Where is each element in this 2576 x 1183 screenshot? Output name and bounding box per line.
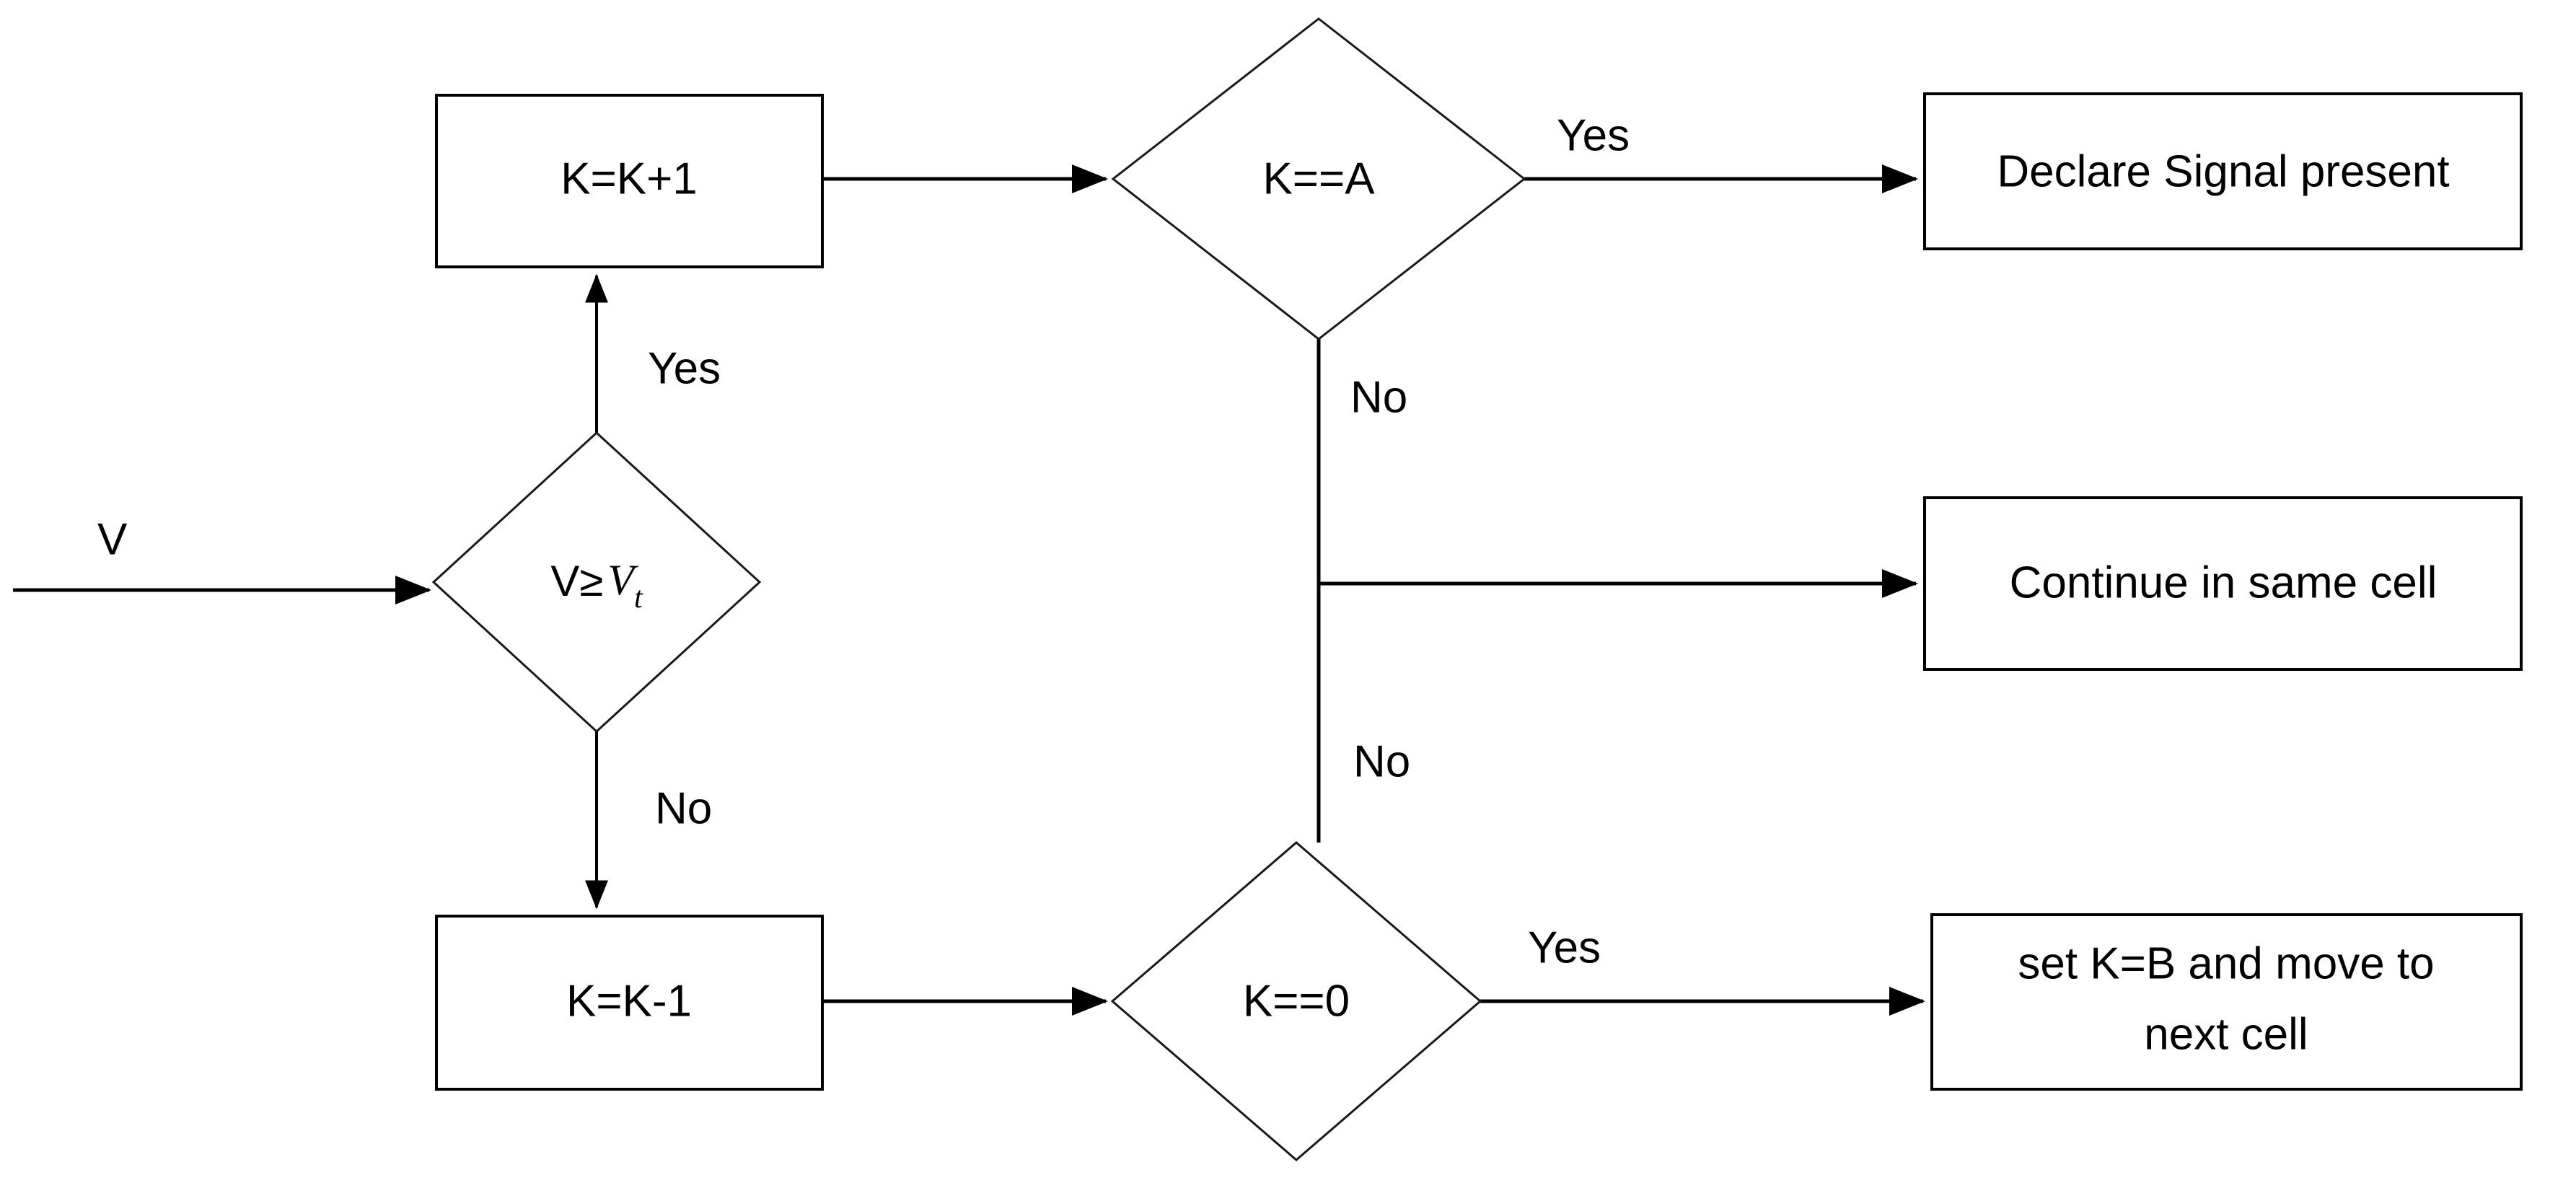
node-decision-threshold-label: V≥Vt [550,556,643,615]
node-increment[interactable]: K=K+1 [435,94,824,268]
edge-label-no-threshold: No [655,783,712,833]
node-decision-k-eq-a-label: K==A [1262,154,1375,203]
node-decision-threshold[interactable]: V≥Vt [431,431,762,734]
node-set-k-b-label-line2: next cell [2144,1009,2308,1059]
node-decrement[interactable]: K=K-1 [435,915,824,1091]
node-set-k-b-label-line1: set K=B and move to [2018,938,2434,988]
node-decision-k-eq-0-label: K==0 [1243,976,1350,1026]
edge-label-no-lower: No [1353,736,1410,786]
node-continue-same-cell[interactable]: Continue in same cell [1923,496,2523,671]
node-declare-signal-label: Declare Signal present [1997,146,2449,196]
edge-label-yes-threshold: Yes [648,343,721,393]
edge-label-yes-k-eq-0: Yes [1528,923,1601,972]
edge-label-yes-k-eq-a: Yes [1557,110,1630,160]
node-declare-signal[interactable]: Declare Signal present [1923,92,2523,250]
node-increment-label: K=K+1 [561,154,698,203]
node-set-k-b[interactable]: set K=B and move to next cell [1930,913,2523,1091]
edge-k-eq-a-no-to-continue [1316,339,1919,598]
edge-label-no-upper: No [1350,372,1407,422]
node-decrement-label: K=K-1 [566,976,692,1026]
edge-label-input-v: V [97,514,128,564]
node-continue-same-cell-label: Continue in same cell [2010,558,2437,607]
node-decision-k-eq-0[interactable]: K==0 [1110,841,1482,1161]
node-decision-k-eq-a[interactable]: K==A [1111,17,1526,340]
